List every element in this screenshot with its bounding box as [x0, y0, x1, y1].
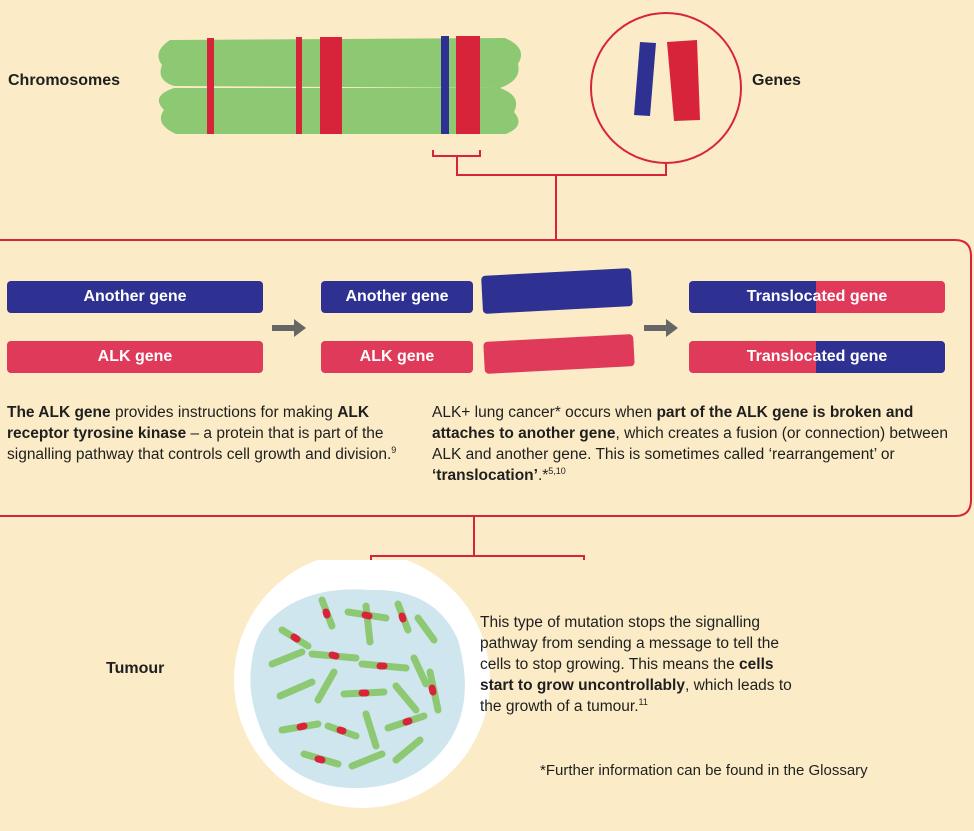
another-gene-pill-step1: Another gene [7, 281, 263, 313]
arrow-right-icon-2 [644, 318, 680, 338]
alk-lung-cancer-description: ALK+ lung cancer* occurs when part of th… [432, 402, 952, 486]
another-gene-pill-step2: Another gene [321, 281, 473, 313]
translocated-gene-pill-bottom: Translocated gene [689, 341, 945, 373]
mutation-effect-description: This type of mutation stops the signalli… [480, 612, 810, 717]
tumour-label: Tumour [106, 660, 164, 678]
translocated-gene-label-top: Translocated gene [747, 288, 888, 306]
broken-gene-fragment-blue [481, 268, 633, 314]
arrow-right-icon [272, 318, 308, 338]
tumour-illustration [220, 560, 510, 831]
translocated-gene-label-bottom: Translocated gene [747, 348, 888, 366]
alk-gene-pill-step2: ALK gene [321, 341, 473, 373]
alk-gene-pill-step1: ALK gene [7, 341, 263, 373]
alk-gene-description: The ALK gene provides instructions for m… [7, 402, 407, 465]
translocated-gene-pill-top: Translocated gene [689, 281, 945, 313]
glossary-footnote: *Further information can be found in the… [540, 762, 868, 779]
